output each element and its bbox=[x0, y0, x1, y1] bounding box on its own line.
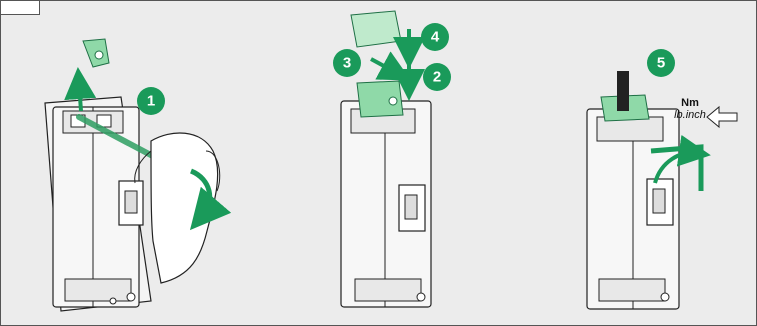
torque-unit-alt: lb.inch bbox=[674, 109, 706, 121]
torque-arrow-icon bbox=[706, 105, 738, 129]
step-badge-4: 4 bbox=[421, 23, 449, 51]
breaker-panel-2 bbox=[340, 10, 432, 308]
breaker-panel-1 bbox=[44, 38, 232, 312]
step-number: 2 bbox=[433, 69, 441, 86]
step-badge-3: 3 bbox=[333, 49, 361, 77]
step-badge-2: 2 bbox=[423, 63, 451, 91]
step-number: 4 bbox=[431, 29, 440, 46]
torque-unit: Nm bbox=[681, 97, 699, 109]
step-number: 3 bbox=[343, 55, 351, 72]
step-number: 1 bbox=[147, 93, 155, 110]
breaker-panel-3 bbox=[586, 71, 738, 310]
step-badge-5: 5 bbox=[647, 49, 675, 77]
step-badge-1: 1 bbox=[137, 87, 165, 115]
corner-tab bbox=[1, 1, 40, 15]
step-number: 5 bbox=[657, 55, 665, 72]
